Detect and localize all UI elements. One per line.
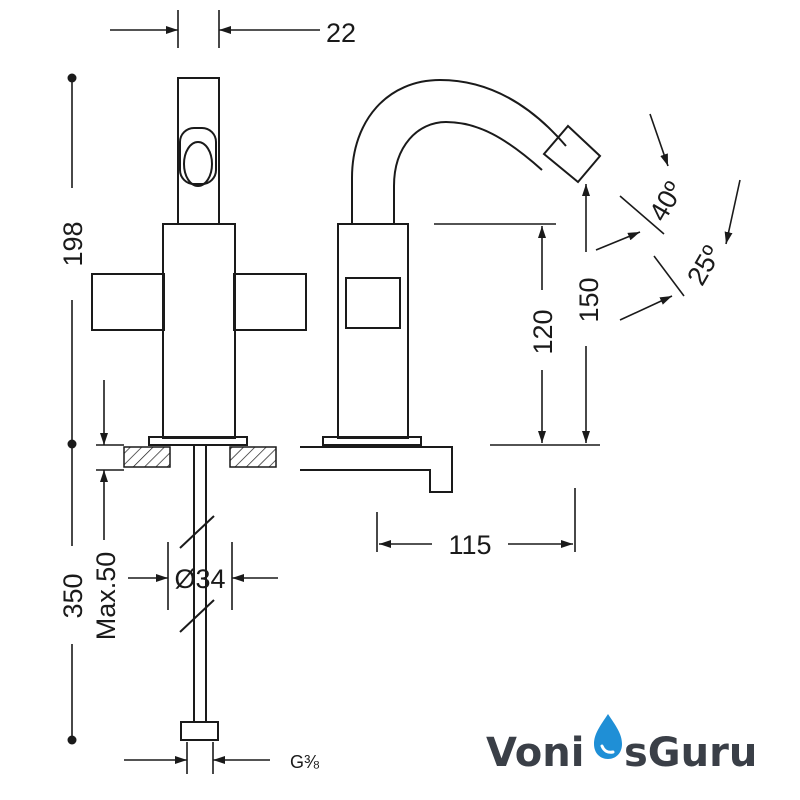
spout-outer-curve	[351, 78, 567, 224]
spout-base-plate	[322, 436, 422, 446]
dim-angle-upper: 40º	[643, 177, 689, 227]
lever-body-view	[91, 77, 307, 741]
brand-text-part1: Voni	[486, 730, 584, 776]
lever-pivot-circle	[183, 141, 213, 187]
base-plate	[148, 436, 248, 446]
spout-aerator	[542, 124, 602, 184]
cross-handle-right	[233, 273, 307, 331]
brand-text-part2: sGuru	[624, 730, 757, 776]
dim-angle-lower: 25º	[681, 241, 727, 291]
dim-spout-reach: 115	[448, 530, 491, 560]
lever-handle	[177, 77, 220, 225]
dim-outlet-height: 120	[528, 309, 558, 354]
cross-handle-left	[91, 273, 165, 331]
faucet-body	[162, 223, 236, 439]
break-mark-upper	[179, 515, 215, 549]
water-drop-icon	[594, 714, 622, 759]
spout-body-window	[345, 277, 401, 329]
dim-connection-thread: G⅜	[290, 752, 320, 772]
dim-lever-width: 22	[326, 18, 356, 48]
break-mark-lower	[179, 599, 215, 633]
deck-hatch-left-a	[123, 446, 171, 468]
dim-hole-diameter: Ø34	[174, 564, 225, 594]
dim-hose-length: 350	[58, 573, 88, 618]
connector-nut	[180, 721, 219, 741]
spout-inner-curve	[393, 120, 543, 224]
deck-hatch-left-b	[229, 446, 277, 468]
dim-spout-top-height: 150	[574, 277, 604, 322]
dim-deck-thickness: Max.50	[91, 552, 121, 641]
spout-view	[300, 78, 602, 493]
spout-deck-hatch	[300, 446, 453, 493]
spout-body	[337, 223, 409, 439]
dimension-lines	[67, 10, 741, 774]
brand-logo: Voni sGuru	[486, 714, 757, 776]
dim-total-height: 198	[58, 221, 88, 266]
lever-handle-window	[179, 127, 217, 185]
